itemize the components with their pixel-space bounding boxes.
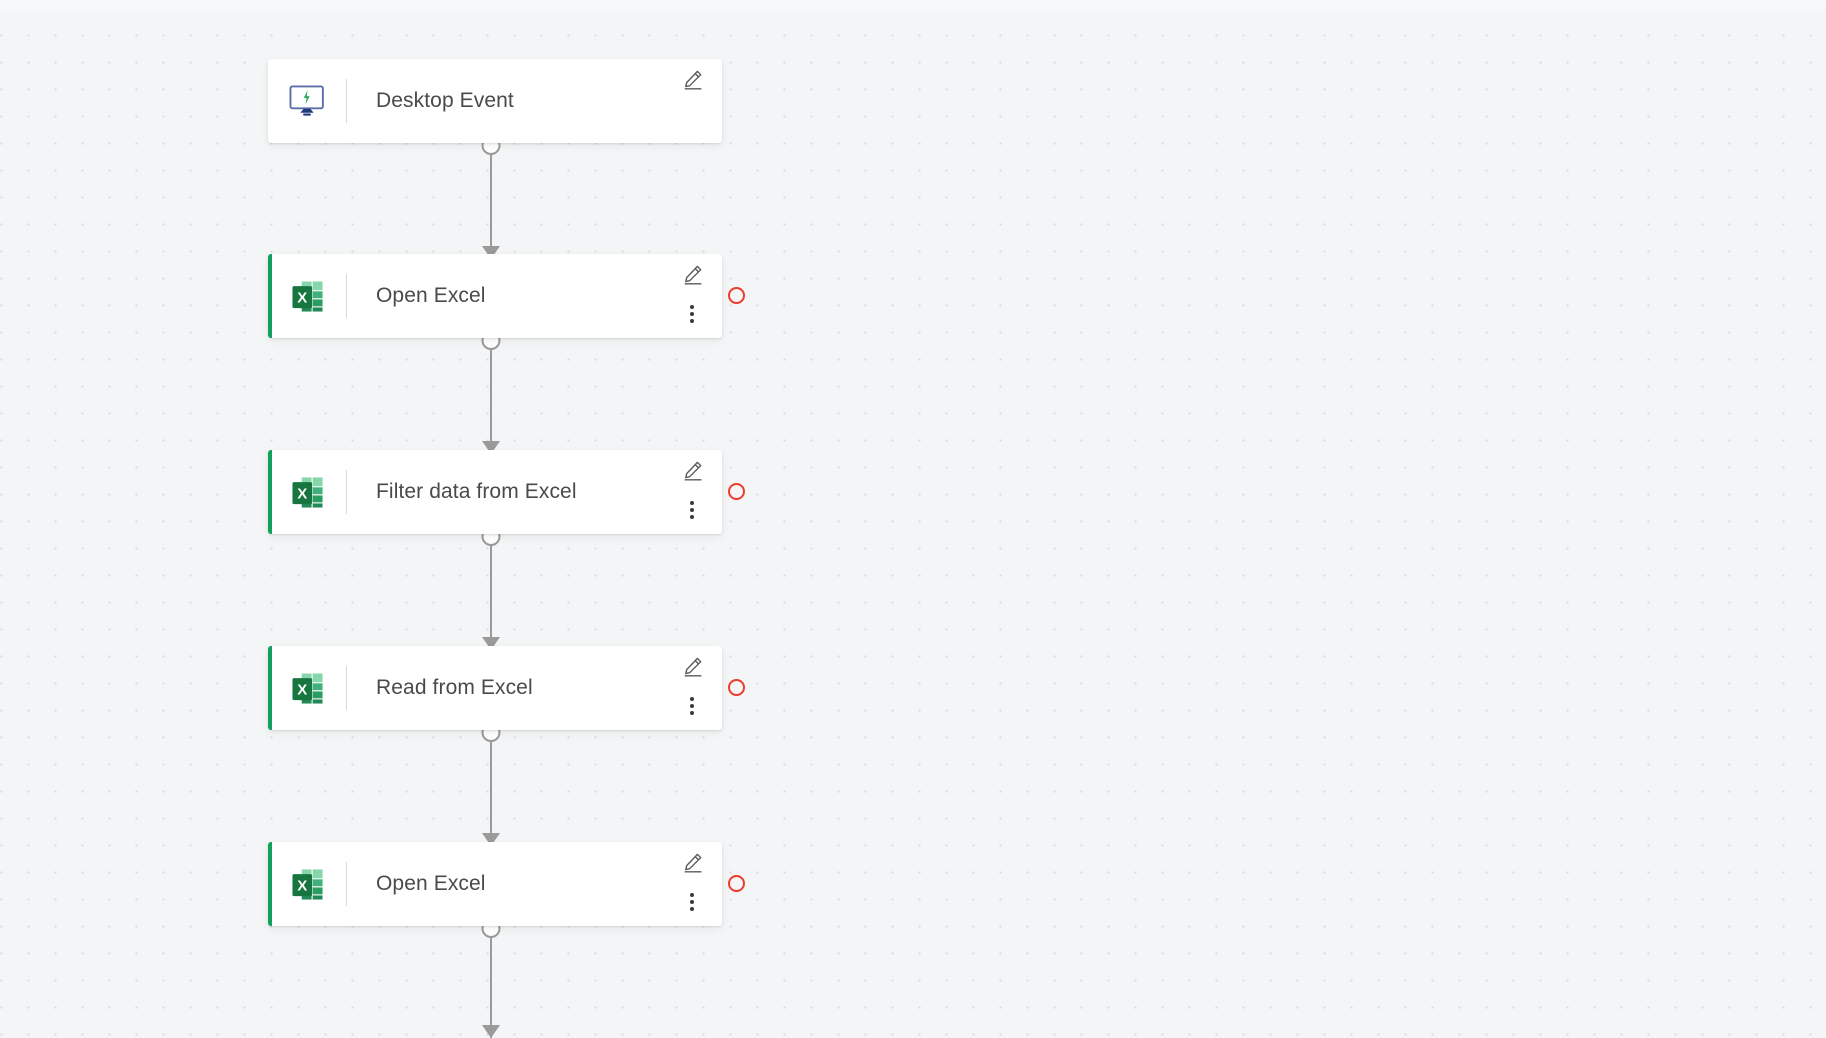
node-title: Read from Excel	[376, 676, 533, 699]
node-icon-slot: X	[268, 278, 346, 315]
excel-icon: X	[291, 672, 323, 704]
node-icon-divider	[346, 79, 347, 123]
node-title: Open Excel	[376, 872, 486, 895]
node-title: Desktop Event	[376, 89, 514, 112]
node-icon-divider	[346, 666, 347, 710]
connector-line	[490, 538, 492, 650]
node-open-excel-2[interactable]: X Open Excel	[268, 842, 722, 926]
node-read-from-excel[interactable]: X Read from Excel	[268, 646, 722, 730]
excel-icon: X	[291, 868, 323, 900]
excel-icon: X	[291, 476, 323, 508]
node-more-options-button[interactable]	[685, 695, 699, 717]
connector-line	[490, 734, 492, 846]
connector-2	[479, 331, 503, 454]
node-desktop-event[interactable]: Desktop Event	[268, 59, 722, 143]
connector-line	[490, 342, 492, 454]
connector-line	[490, 930, 492, 1038]
node-error-indicator[interactable]	[728, 875, 745, 892]
node-error-indicator[interactable]	[728, 287, 745, 304]
node-open-excel-1[interactable]: X Open Excel	[268, 254, 722, 338]
node-more-options-button[interactable]	[685, 499, 699, 521]
pencil-icon[interactable]	[682, 852, 704, 874]
node-edit-button[interactable]	[682, 460, 704, 482]
connector-1	[479, 136, 503, 259]
node-icon-slot: X	[268, 866, 346, 903]
node-icon-slot: X	[268, 474, 346, 511]
node-edit-button[interactable]	[682, 264, 704, 286]
desktop-monitor-bolt-icon	[289, 85, 324, 116]
node-status-accent-bar	[268, 646, 272, 730]
node-icon-slot: X	[268, 670, 346, 707]
node-title: Open Excel	[376, 284, 486, 307]
node-icon-divider	[346, 470, 347, 514]
node-error-indicator[interactable]	[728, 483, 745, 500]
connector-4	[479, 723, 503, 846]
node-status-accent-bar	[268, 254, 272, 338]
node-title: Filter data from Excel	[376, 480, 577, 503]
pencil-icon[interactable]	[682, 264, 704, 286]
node-filter-data-from-excel[interactable]: X Filter data from Excel	[268, 450, 722, 534]
svg-text:X: X	[297, 877, 307, 894]
connector-arrow-icon	[482, 1025, 500, 1038]
node-icon-divider	[346, 274, 347, 318]
connector-3	[479, 527, 503, 650]
pencil-icon[interactable]	[682, 69, 704, 91]
svg-text:X: X	[297, 681, 307, 698]
node-icon-divider	[346, 862, 347, 906]
node-error-indicator[interactable]	[728, 679, 745, 696]
connector-line	[490, 147, 492, 259]
node-more-options-button[interactable]	[685, 303, 699, 325]
node-icon-slot	[268, 84, 346, 118]
node-edit-button[interactable]	[682, 69, 704, 91]
node-more-options-button[interactable]	[685, 891, 699, 913]
svg-text:X: X	[297, 485, 307, 502]
node-edit-button[interactable]	[682, 656, 704, 678]
pencil-icon[interactable]	[682, 656, 704, 678]
svg-text:X: X	[297, 289, 307, 306]
excel-icon: X	[291, 280, 323, 312]
connector-5	[479, 919, 503, 1038]
node-status-accent-bar	[268, 842, 272, 926]
node-edit-button[interactable]	[682, 852, 704, 874]
pencil-icon[interactable]	[682, 460, 704, 482]
node-status-accent-bar	[268, 450, 272, 534]
